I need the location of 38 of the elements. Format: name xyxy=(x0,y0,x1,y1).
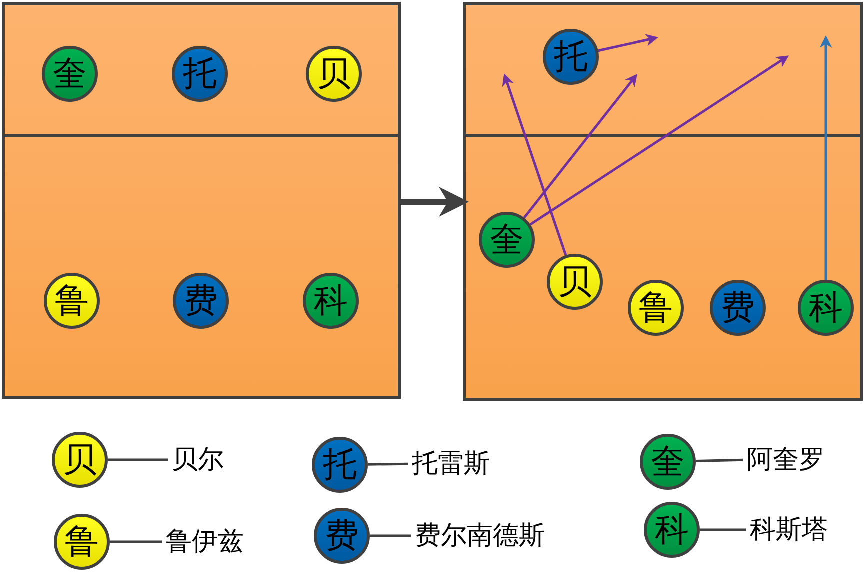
player-circle: 科 xyxy=(644,502,700,558)
player-circle: 奎 xyxy=(640,434,696,490)
connector-line xyxy=(108,458,168,462)
player-name: 阿奎罗 xyxy=(747,447,825,473)
arrow xyxy=(502,74,568,256)
player-circle: 贝 xyxy=(52,432,108,488)
arrow xyxy=(530,56,790,226)
player-circle: 贝 xyxy=(547,254,603,310)
player-circle: 托 xyxy=(172,46,228,102)
player-name: 科斯塔 xyxy=(750,517,828,543)
player-circle: 鲁 xyxy=(44,273,100,329)
player-circle: 托 xyxy=(543,29,599,85)
court-box xyxy=(463,2,863,401)
player-circle: 科 xyxy=(798,280,854,336)
player-circle: 费 xyxy=(710,280,766,336)
player-circle: 贝 xyxy=(306,46,362,102)
arrow xyxy=(401,187,469,217)
player-circle: 鲁 xyxy=(54,514,110,570)
arrow xyxy=(598,34,658,52)
arrow xyxy=(820,36,832,280)
player-circle: 科 xyxy=(303,273,359,329)
player-name: 鲁伊兹 xyxy=(166,529,244,555)
connector-line xyxy=(370,534,411,538)
connector-line xyxy=(368,462,408,466)
player-circle: 费 xyxy=(173,273,229,329)
arrow xyxy=(523,74,638,219)
player-name: 费尔南德斯 xyxy=(415,523,545,549)
connector-line xyxy=(696,458,744,463)
player-circle: 费 xyxy=(314,508,370,564)
court-box xyxy=(2,2,401,399)
player-circle: 托 xyxy=(312,437,368,493)
player-circle: 奎 xyxy=(42,46,98,102)
player-circle: 鲁 xyxy=(628,280,684,336)
player-name: 托雷斯 xyxy=(412,451,490,477)
player-name: 贝尔 xyxy=(172,447,224,473)
connector-line xyxy=(700,528,746,532)
player-circle: 奎 xyxy=(479,212,535,268)
connector-line xyxy=(110,540,162,544)
